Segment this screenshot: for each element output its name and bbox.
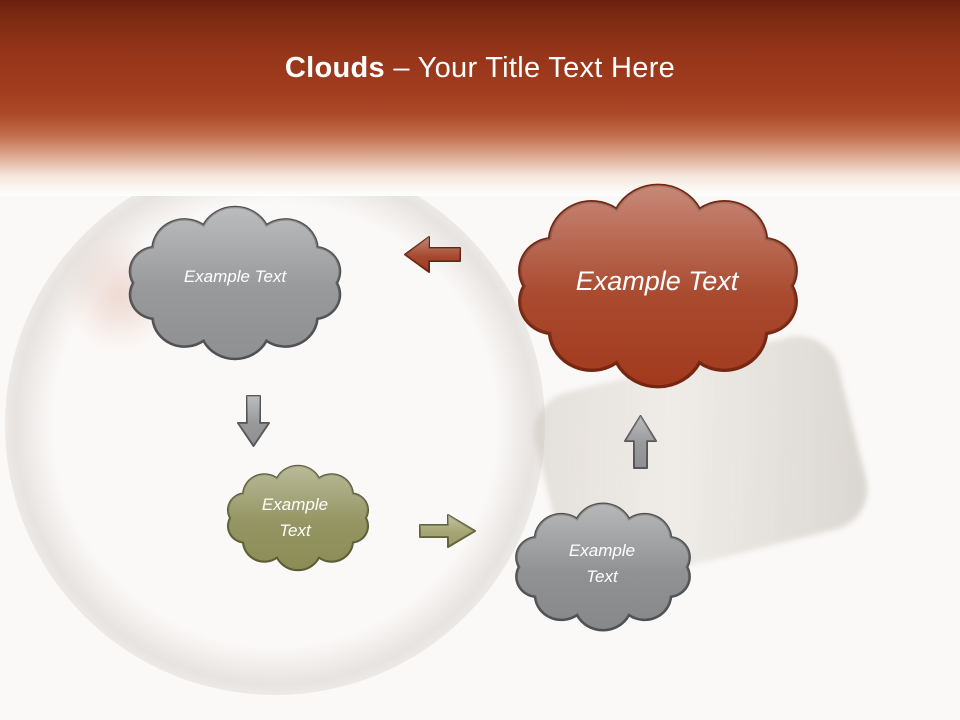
right-arrow-shine (420, 515, 475, 547)
slide-title-bold: Clouds (284, 52, 385, 84)
title-band (0, 0, 960, 196)
slide-title: Clouds – Your Title Text Here (0, 52, 960, 85)
left-arrow-icon (404, 236, 461, 273)
cloud-gray-bottom-shine (516, 503, 690, 631)
up-arrow-icon (624, 415, 657, 469)
cloud-gray-top (128, 205, 342, 361)
cloud-gray-top-shine (130, 206, 340, 360)
cloud-red (518, 183, 798, 389)
cloud-olive (226, 464, 370, 572)
right-arrow-icon (419, 514, 476, 548)
cloud-olive-shine (228, 465, 368, 571)
up-arrow-shine (625, 416, 656, 468)
down-arrow-shine (238, 396, 269, 446)
left-arrow-shine (405, 237, 460, 272)
down-arrow-icon (237, 395, 270, 447)
slide-title-rest: – Your Title Text Here (393, 52, 676, 84)
cloud-gray-bottom (515, 502, 691, 632)
cloud-red-shine (519, 185, 797, 387)
